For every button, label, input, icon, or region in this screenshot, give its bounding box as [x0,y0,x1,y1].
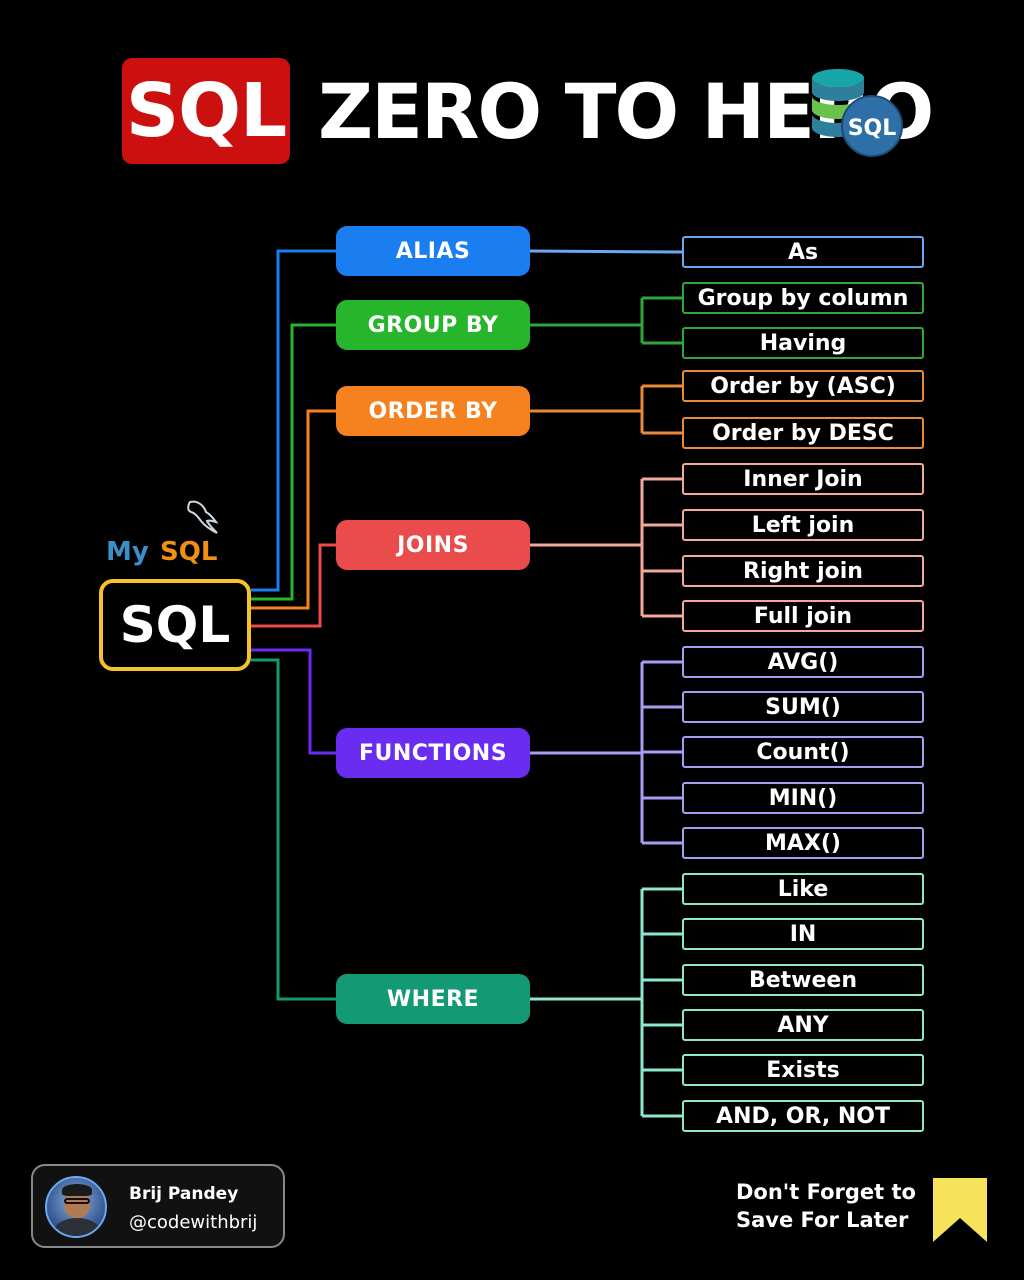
connector-root-group-by [251,323,336,601]
save-line-2: Save For Later [736,1208,909,1232]
category-order-by: ORDER BY [336,386,530,436]
connector-root-where [251,658,336,1001]
leaf-where: Exists [682,1054,924,1086]
connector-root-joins [251,543,336,628]
leaf-joins: Left join [682,509,924,541]
leaf-functions: MIN() [682,782,924,814]
leaf-where: IN [682,918,924,950]
leaf-functions: MAX() [682,827,924,859]
leaf-group-by: Group by column [682,282,924,314]
database-icon: SQL [812,69,903,157]
avatar [45,1176,107,1238]
bookmark-icon[interactable] [933,1178,987,1242]
mysql-logo: My SQL [106,500,219,567]
save-line-1: Don't Forget to [736,1180,916,1204]
save-reminder: Don't Forget to Save For Later [736,1178,926,1234]
category-alias: ALIAS [336,226,530,276]
connector-root-order-by [251,409,336,610]
leaf-order-by: Order by (ASC) [682,370,924,402]
root-node: SQL [99,579,251,671]
category-functions: FUNCTIONS [336,728,530,778]
leaf-group-by: Having [682,327,924,359]
category-where: WHERE [336,974,530,1024]
leaf-where: Between [682,964,924,996]
leaf-joins: Inner Join [682,463,924,495]
leaf-functions: SUM() [682,691,924,723]
leaf-order-by: Order by DESC [682,417,924,449]
leaf-alias: As [682,236,924,268]
leaf-functions: Count() [682,736,924,768]
database-icon-label: SQL [848,116,897,141]
author-handle: @codewithbrij [129,1212,258,1233]
category-group-by: GROUP BY [336,300,530,350]
connector-alias-leaf [529,249,683,254]
mysql-logo-my: My [106,537,149,567]
author-name: Brij Pandey [129,1184,239,1204]
leaf-where: Like [682,873,924,905]
connector-root-functions [251,648,336,755]
leaf-joins: Right join [682,555,924,587]
category-joins: JOINS [336,520,530,570]
mysql-logo-sql: SQL [160,537,217,567]
author-card[interactable]: Brij Pandey @codewithbrij [31,1164,285,1248]
leaf-where: ANY [682,1009,924,1041]
leaf-functions: AVG() [682,646,924,678]
leaf-where: AND, OR, NOT [682,1100,924,1132]
connector-root-alias [251,249,336,592]
title-badge: SQL [122,58,290,164]
leaf-joins: Full join [682,600,924,632]
